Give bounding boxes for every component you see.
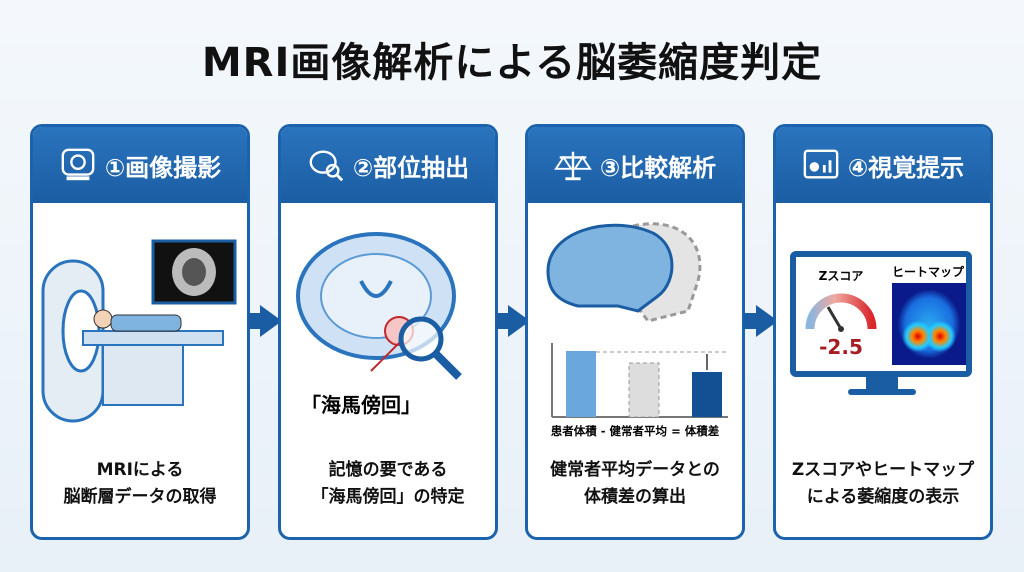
step-label: ②部位抽出 <box>352 153 470 182</box>
caption-line: 記憶の要である <box>328 460 448 480</box>
arrow-right-icon <box>248 305 282 337</box>
step-label: ③比較解析 <box>599 153 717 182</box>
mri-scanner-illustration <box>41 239 237 423</box>
heatmap-label: ヒートマップ <box>891 265 964 279</box>
step-label: ④視覚提示 <box>847 153 965 182</box>
balance-scale-icon <box>553 151 592 181</box>
step-header: ③比較解析 <box>528 127 742 203</box>
step-header: ②部位抽出 <box>281 127 495 203</box>
caption-line: Zスコアやヒートマップ <box>791 460 975 480</box>
arrow-right-icon <box>496 305 530 337</box>
monitor-stand <box>866 377 898 391</box>
caption-line: 「海馬傍回」の特定 <box>311 487 465 507</box>
brain-search-icon <box>309 150 343 182</box>
zscore-value: -2.5 <box>819 335 863 359</box>
step-card-comparison: ③比較解析 患者体積 - 健常者平均 = 体積差 健常者平均データとの体積差の算… <box>525 124 745 540</box>
brain-section-illustration <box>296 232 462 380</box>
caption-line: 健常者平均データとの <box>550 460 720 480</box>
dashboard-icon <box>803 149 839 179</box>
volume-comparison-illustration <box>546 222 728 418</box>
step-header: ①画像撮影 <box>33 127 247 203</box>
formula-label: 患者体積 - 健常者平均 = 体積差 <box>550 424 720 438</box>
step-header: ④視覚提示 <box>776 127 990 203</box>
caption-line: 体積差の算出 <box>584 487 686 507</box>
step-card-visualization: ④視覚提示 Zスコア -2.5 ヒートマップ Zスコアやヒートマップによる萎縮度… <box>773 124 993 540</box>
monitor: Zスコア -2.5 ヒートマップ <box>790 251 972 377</box>
caption-line: 脳断層データの取得 <box>63 487 217 507</box>
zscore-gauge <box>805 293 877 332</box>
step-card-extraction: ②部位抽出 「海馬傍回」 記憶の要である「海馬傍回」の特定 <box>278 124 498 540</box>
monitor-base <box>848 389 916 395</box>
step-label: ①画像撮影 <box>104 153 222 182</box>
callout-label: 「海馬傍回」 <box>301 393 421 417</box>
caption-line: MRIによる <box>96 460 184 480</box>
page-title: MRI画像解析による脳萎縮度判定 <box>201 40 823 86</box>
arrow-right-icon <box>744 305 778 337</box>
step-card-imaging: ①画像撮影 MRIによる脳断層データの取得 <box>30 124 250 540</box>
heatmap-image <box>892 283 966 365</box>
zscore-label: Zスコア <box>818 269 864 283</box>
mri-scanner-icon <box>61 148 95 181</box>
caption-line: による萎縮度の表示 <box>806 487 960 507</box>
